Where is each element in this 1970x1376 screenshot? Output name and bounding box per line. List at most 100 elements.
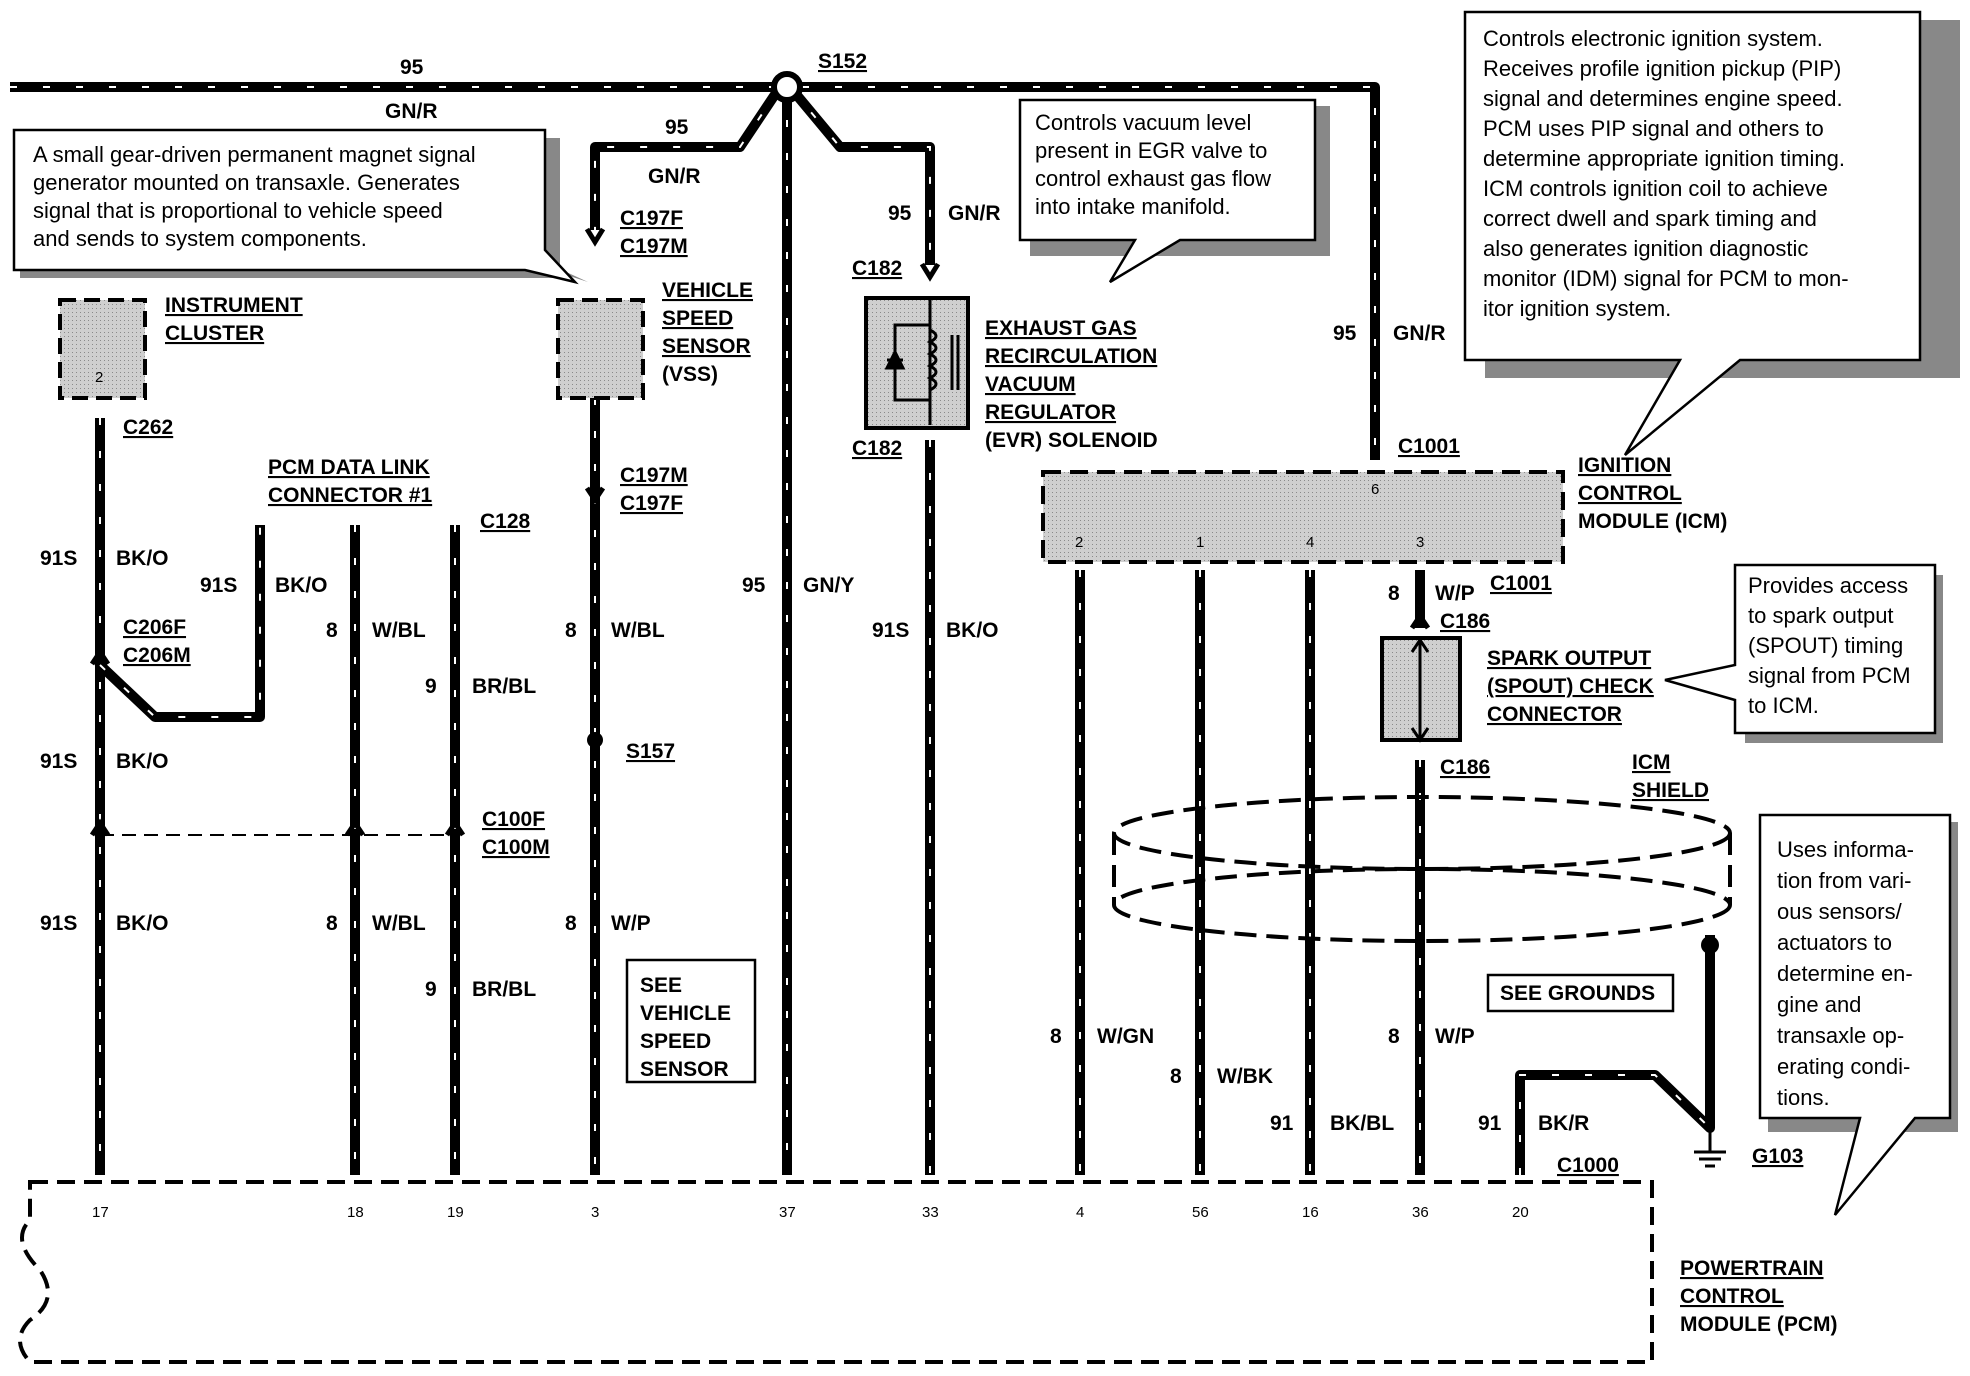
callout-icm-line: ICM controls ignition coil to achieve [1483,176,1828,201]
wire-91-bkr [1515,935,1715,1175]
svg-text:monitor (IDM) signal for PCM t: monitor (IDM) signal for PCM to mon- [1483,266,1849,291]
c206-arrow-icon [89,647,111,666]
pin-number: 4 [1076,1204,1084,1221]
svg-text:gine and: gine and [1777,992,1861,1017]
see-vss-label[interactable]: SPEED [640,1030,711,1053]
wire-label: GN/Y [803,574,854,597]
see-vss-box[interactable] [625,958,757,1084]
wire-label: W/P [611,912,651,935]
callout-evr-line: control exhaust gas flow [1035,166,1271,191]
connector-label: C197M [620,464,688,487]
svg-text:PCM uses PIP signal and others: PCM uses PIP signal and others to [1483,116,1824,141]
svg-text:signal that is proportional to: signal that is proportional to vehicle s… [33,198,443,223]
component-label-instrument-cluster: CLUSTER [165,322,264,345]
svg-text:to ICM.: to ICM. [1748,693,1819,718]
svg-text:correct dwell and spark timing: correct dwell and spark timing and [1483,206,1817,231]
callout-icm: Controls electronic ignition system. Rec… [1463,10,1960,456]
wire-label: W/P [1435,582,1475,605]
wire-label: BK/BL [1330,1112,1394,1135]
see-vss-label[interactable]: SENSOR [640,1058,729,1081]
wires [10,82,1715,1175]
component-label-evr: EXHAUST GAS [985,317,1137,340]
pin-number: 33 [922,1204,939,1221]
callout-icm-line: correct dwell and spark timing and [1483,206,1817,231]
svg-text:tion from vari-: tion from vari- [1777,868,1911,893]
svg-text:also generates ignition diagno: also generates ignition diagnostic [1483,236,1808,261]
connector-label: C182 [852,257,902,280]
callout-vss-line: generator mounted on transaxle. Generate… [33,170,460,195]
component-label-icm: IGNITION [1578,454,1671,477]
callout-pcm-line: tions. [1777,1085,1830,1110]
callout-pcm-line: transaxle op- [1777,1023,1904,1048]
see-vss-label[interactable]: VEHICLE [640,1002,731,1025]
svg-text:Receives profile ignition pick: Receives profile ignition pickup (PIP) [1483,56,1841,81]
callout-spout-line: signal from PCM [1748,663,1911,688]
pin-number: 3 [591,1204,599,1221]
wire-label: W/BL [372,912,426,935]
callout-spout-line: Provides access [1748,573,1908,598]
component-labels: INSTRUMENT CLUSTER PCM DATA LINK CONNECT… [165,279,1837,1336]
pin-number: 18 [347,1204,364,1221]
c197-arrow-icon [584,227,606,247]
pcm-box [18,1180,1654,1364]
connector-label: C262 [123,416,173,439]
callout-pcm-line: tion from vari- [1777,868,1911,893]
svg-text:determine appropriate ignition: determine appropriate ignition timing. [1483,146,1845,171]
component-label-icm-shield: ICM [1632,751,1671,774]
wire-label: 91 [1270,1112,1294,1135]
callout-evr-line: present in EGR valve to [1035,138,1267,163]
callout-icm-line: PCM uses PIP signal and others to [1483,116,1824,141]
connector-label: C128 [480,510,531,533]
callout-spout: Provides access to spark output (SPOUT) … [1664,563,1943,743]
callout-icm-line: Receives profile ignition pickup (PIP) [1483,56,1841,81]
svg-text:transaxle op-: transaxle op- [1777,1023,1904,1048]
callout-pcm-line: actuators to [1777,930,1892,955]
svg-text:Controls vacuum level: Controls vacuum level [1035,110,1251,135]
callout-icm-line: monitor (IDM) signal for PCM to mon- [1483,266,1849,291]
wire-label: W/GN [1097,1025,1154,1048]
see-grounds-box[interactable] [1486,973,1675,1013]
pin-number: 2 [1075,534,1083,551]
svg-text:itor ignition system.: itor ignition system. [1483,296,1671,321]
connector-label: C182 [852,437,902,460]
connector-label: C100M [482,836,550,859]
connector-label: C1001 [1490,572,1552,595]
wire-label: W/BL [372,619,426,642]
pin-number: 17 [92,1204,109,1221]
wire-label: GN/R [648,165,701,188]
pin-number: 16 [1302,1204,1319,1221]
wire-label: GN/R [1393,322,1446,345]
callout-icm-line: determine appropriate ignition timing. [1483,146,1845,171]
wire-label: W/P [1435,1025,1475,1048]
connector-label: C206M [123,644,191,667]
instrument-cluster-box [58,298,147,400]
wire-label: GN/R [948,202,1001,225]
see-vss-label[interactable]: SEE [640,974,682,997]
see-grounds-label[interactable]: SEE GROUNDS [1500,982,1655,1005]
component-label-vss: (VSS) [662,363,718,386]
connector-label: C186 [1440,756,1490,779]
svg-text:tions.: tions. [1777,1085,1830,1110]
pin-number: 56 [1192,1204,1209,1221]
svg-text:Provides access: Provides access [1748,573,1908,598]
connector-labels: C262 C206F C206M C128 C100F C100M C197F … [123,207,1803,1177]
callout-spout-line: (SPOUT) timing [1748,633,1903,658]
svg-text:(SPOUT) timing: (SPOUT) timing [1748,633,1903,658]
c186-arrow-icon [1409,611,1431,630]
wire-label: 8 [565,912,577,935]
wire-label: 95 [665,116,689,139]
connector-label: C1000 [1557,1154,1619,1177]
c182-arrow-icon [919,262,941,282]
svg-text:to spark output: to spark output [1748,603,1894,628]
callout-spout-line: to spark output [1748,603,1894,628]
connector-label: C186 [1440,610,1490,633]
component-label-pcm: CONTROL [1680,1285,1784,1308]
svg-text:A small gear-driven permanent: A small gear-driven permanent magnet sig… [33,142,476,167]
callout-icm-line: Controls electronic ignition system. [1483,26,1823,51]
component-label-vss: SPEED [662,307,733,330]
wire-label: 8 [565,619,577,642]
wire-label: GN/R [385,100,438,123]
wire-label: BR/BL [472,675,536,698]
icm-shield [1112,795,1732,943]
